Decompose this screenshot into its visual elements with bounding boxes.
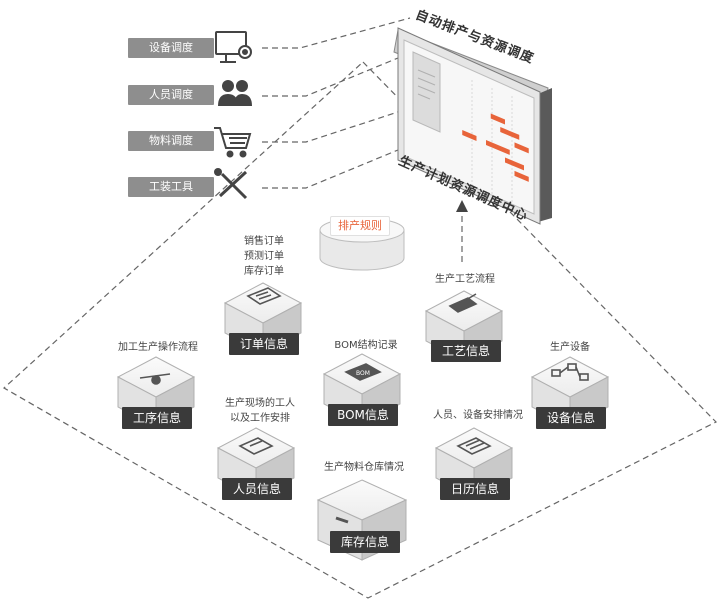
module-label-equipment: 设备信息	[536, 407, 606, 429]
arrow-up-icon	[456, 200, 468, 212]
resource-tag-material: 物料调度	[128, 131, 214, 151]
module-label-inventory: 库存信息	[330, 531, 400, 553]
gantt-bar	[514, 142, 529, 154]
module-label-order: 订单信息	[229, 333, 299, 355]
caption-order: 销售订单预测订单库存订单	[244, 236, 284, 277]
module-label-bom: BOM信息	[328, 404, 398, 426]
caption-process: 生产工艺流程	[435, 274, 495, 285]
resource-tag-tooling: 工装工具	[128, 177, 214, 197]
resource-tag-equipment: 设备调度	[128, 38, 214, 58]
caption-personnel: 生产现场的工人以及工作安排	[225, 398, 295, 424]
gantt-bar	[490, 113, 505, 125]
gantt-bar	[514, 170, 529, 182]
gantt-bars	[462, 113, 529, 182]
caption-equipment: 生产设备	[550, 342, 590, 353]
bom-icon-text: BOM	[356, 370, 370, 377]
module-label-calendar: 日历信息	[440, 478, 510, 500]
clipboard-icon	[238, 437, 274, 455]
bom-box-icon: BOM	[344, 363, 382, 381]
module-label-process: 工艺信息	[431, 340, 501, 362]
document-icon	[246, 287, 282, 305]
gantt-bar	[462, 129, 477, 141]
calendar-icon	[456, 437, 492, 455]
resource-connectors	[262, 17, 463, 262]
scheduling-monitor	[393, 27, 552, 225]
resource-tag-personnel: 人员调度	[128, 85, 214, 105]
module-label-personnel: 人员信息	[222, 478, 292, 500]
caption-operation: 加工生产操作流程	[118, 342, 198, 353]
wrench-icon	[139, 373, 171, 385]
gantt-bar	[505, 157, 524, 171]
rules-label: 排产规则	[330, 216, 390, 236]
caption-calendar: 人员、设备安排情况	[433, 410, 523, 421]
gantt-bar	[500, 126, 520, 140]
caption-bom: BOM结构记录	[334, 340, 398, 351]
warehouse-box-icon	[335, 516, 349, 524]
caption-inventory: 生产物料仓库情况	[324, 462, 404, 473]
brush-icon	[448, 293, 478, 313]
network-icon	[551, 363, 589, 381]
gantt-bar	[486, 139, 510, 155]
platform-outline	[2, 61, 718, 599]
module-label-operation: 工序信息	[122, 407, 192, 429]
